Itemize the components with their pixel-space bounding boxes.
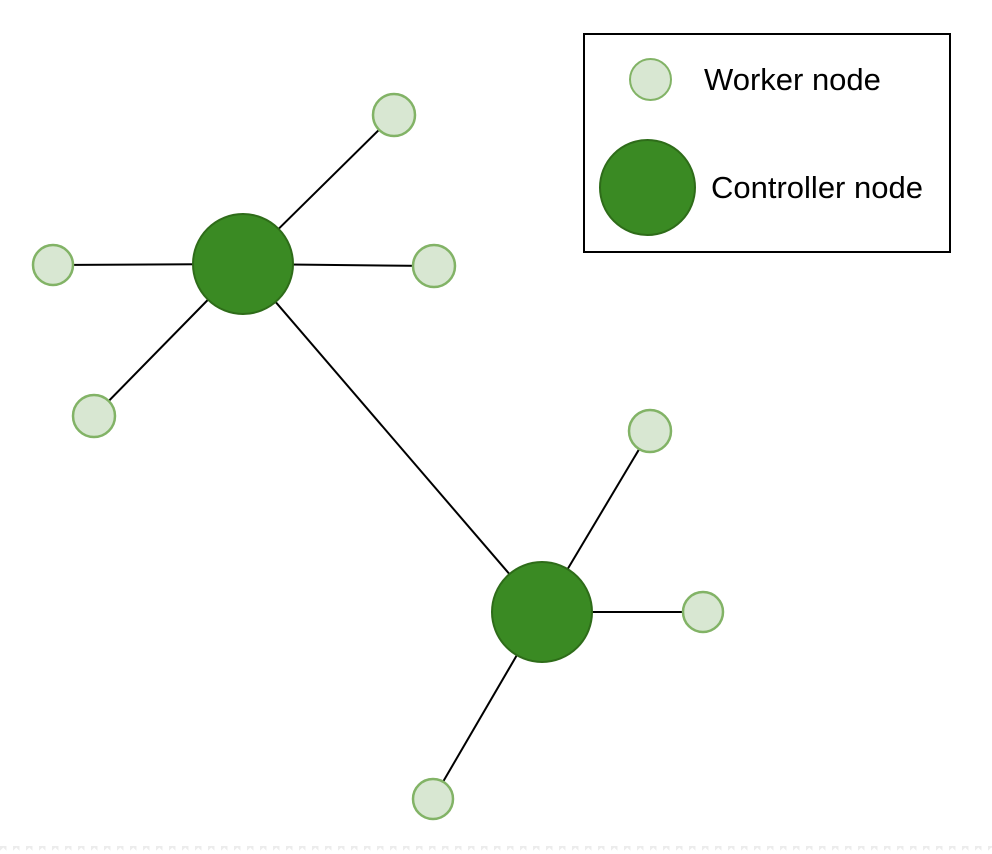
worker-node xyxy=(31,243,75,287)
worker-node xyxy=(681,590,725,634)
torn-edge-decoration xyxy=(0,846,992,853)
worker-node xyxy=(411,243,457,289)
controller-node xyxy=(192,213,294,315)
controller-node-swatch xyxy=(599,139,696,236)
graph-edge xyxy=(242,263,543,613)
worker-node-swatch xyxy=(629,58,672,101)
controller-node xyxy=(491,561,593,663)
worker-node xyxy=(71,393,117,439)
worker-node xyxy=(627,408,673,454)
legend-label-worker: Worker node xyxy=(704,62,881,97)
legend-label-controller: Controller node xyxy=(711,170,923,205)
worker-node xyxy=(371,92,417,138)
worker-node xyxy=(411,777,455,821)
legend: Worker node Controller node xyxy=(583,33,951,253)
